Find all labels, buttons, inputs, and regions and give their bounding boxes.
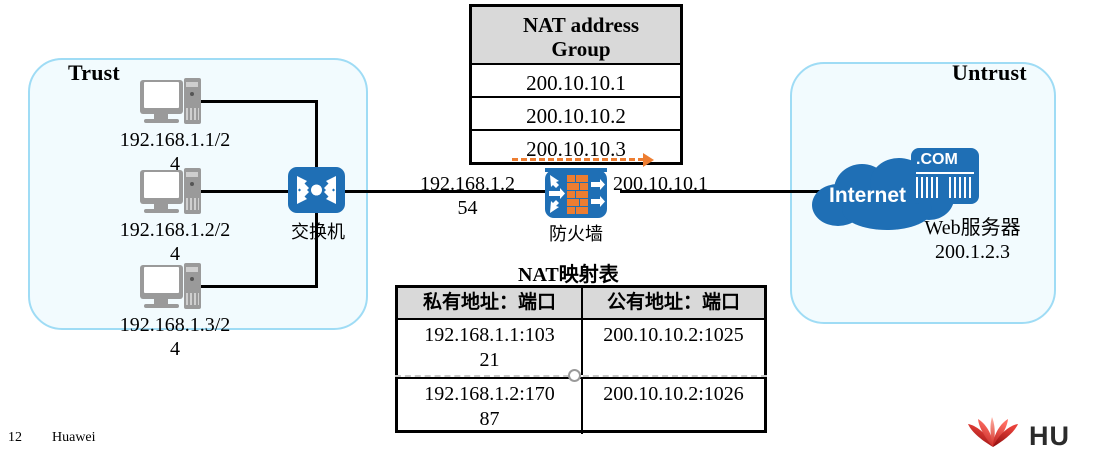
pc-3-ip-wrap: 4: [170, 338, 180, 360]
outside-interface-ip-label: 200.10.10.1: [613, 173, 708, 195]
nat-mapping-public-2: 200.10.10.2:1026: [603, 383, 744, 405]
pc-2-ip-label: 192.168.1.2/2 4: [95, 218, 255, 266]
pc-1-ip-wrap: 4: [170, 153, 180, 175]
page-number: 12: [8, 430, 22, 445]
huawei-wordmark: HU: [1029, 421, 1070, 451]
link-switch-firewall: [345, 190, 545, 193]
web-server-label: Web服务器 200.1.2.3: [890, 216, 1055, 264]
inside-interface-ip: 192.168.1.2: [420, 173, 515, 195]
switch-label: 交换机: [291, 222, 345, 242]
nat-mapping-table-title: NAT映射表: [518, 264, 619, 286]
link-pc3-switch: [198, 285, 318, 288]
private-addr-2: 192.168.1.2:170: [424, 383, 555, 405]
private-addr-1-wrap: 21: [479, 349, 500, 371]
nat-pool-highlight-arrow: [512, 153, 654, 167]
private-addr-1: 192.168.1.1:103: [424, 324, 555, 346]
nat-address-group-table: NAT address Group 200.10.10.1 200.10.10.…: [469, 4, 683, 165]
nat-mapping-private-2: 192.168.1.2:170 87: [398, 379, 583, 434]
server-com-badge: .COM: [916, 151, 958, 168]
nat-mapping-header-public: 公有地址：端口: [606, 292, 740, 313]
nat-mapping-header-row: 私有地址：端口 公有地址：端口: [398, 288, 764, 320]
huawei-logo-icon: [963, 415, 1023, 453]
firewall-icon[interactable]: [545, 170, 607, 218]
firewall-brick-icon: [549, 175, 605, 214]
table-row: 192.168.1.1:103 21 200.10.10.2:1025: [398, 320, 764, 379]
connector-handle[interactable]: [568, 369, 581, 382]
web-server-ip: 200.1.2.3: [935, 241, 1010, 263]
pc-2-ip: 192.168.1.2/2: [119, 219, 231, 241]
nat-pool-title-line1: NAT address: [522, 13, 640, 37]
nat-mapping-table: 私有地址：端口 公有地址：端口 192.168.1.1:103 21 200.1…: [395, 285, 767, 434]
pc-2-ip-wrap: 4: [170, 243, 180, 265]
pc-1-icon: [140, 78, 202, 126]
connector-guide-line: [395, 375, 767, 377]
nat-pool-title-line2: Group: [551, 37, 611, 61]
inside-interface-ip-wrap: 54: [457, 197, 478, 219]
firewall-label: 防火墙: [549, 224, 603, 244]
nat-pool-header: NAT address Group: [472, 7, 680, 65]
table-row: 192.168.1.2:170 87 200.10.10.2:1026: [398, 379, 764, 434]
switch-arrows-icon: [297, 176, 336, 204]
link-pc2-switch: [198, 190, 298, 193]
pc-3-ip-label: 192.168.1.3/2 4: [95, 313, 255, 361]
web-server-name: Web服务器: [924, 217, 1021, 239]
pc-3-ip: 192.168.1.3/2: [119, 314, 231, 336]
nat-mapping-public-1: 200.10.10.2:1025: [603, 324, 744, 346]
server-icon: .COM: [911, 148, 979, 204]
pc-1-ip-label: 192.168.1.1/2 4: [95, 128, 255, 176]
nat-mapping-header-private: 私有地址：端口: [398, 288, 583, 318]
private-addr-2-wrap: 87: [479, 408, 500, 430]
company-name: Huawei: [52, 430, 96, 445]
pc-1-ip: 192.168.1.1/2: [119, 129, 231, 151]
nat-pool-row: 200.10.10.3: [526, 137, 626, 161]
nat-mapping-private-1: 192.168.1.1:103 21: [398, 320, 583, 375]
untrust-zone-label: Untrust: [952, 60, 1027, 85]
nat-pool-row: 200.10.10.1: [472, 65, 680, 98]
trust-zone-label: Trust: [68, 60, 120, 85]
link-firewall-internet: [620, 190, 835, 193]
inside-interface-ip-label: 192.168.1.2 54: [405, 172, 530, 220]
internet-label: Internet: [829, 184, 907, 207]
switch-icon[interactable]: [288, 167, 345, 213]
link-pc1-switch: [198, 100, 318, 103]
pc-2-icon: [140, 168, 202, 216]
arrow-head-icon: [643, 153, 654, 167]
nat-pool-row: 200.10.10.2: [472, 98, 680, 131]
huawei-flower-icon: [968, 417, 1018, 447]
pc-3-icon: [140, 263, 202, 311]
